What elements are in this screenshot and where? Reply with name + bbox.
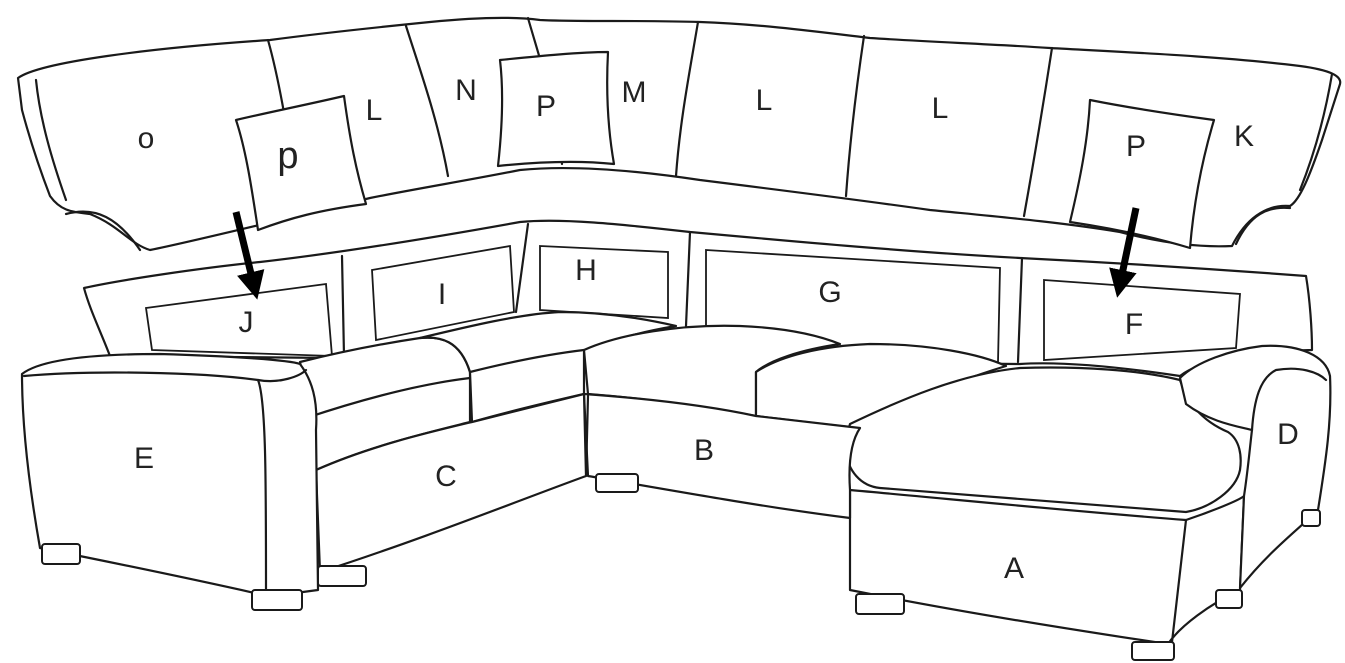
pillow-right [1070,100,1214,248]
label-f: F [1125,308,1143,341]
label-g: G [818,276,841,309]
label-p-right: P [1126,130,1146,163]
label-l-2: L [756,84,773,117]
label-l-1: L [366,94,383,127]
label-d: D [1277,418,1299,451]
label-e: E [134,442,154,475]
label-p-mid: P [536,90,556,123]
pillow-left [236,96,366,230]
leg-left-front [42,544,80,564]
leg-chaise-left [856,594,904,614]
label-a: A [1004,552,1024,585]
label-k: K [1234,120,1254,153]
leg-arm-right [1216,590,1242,608]
label-m: M [622,76,647,109]
leg-arm-right-back [1302,510,1320,526]
chaise-base [850,490,1244,644]
label-b: B [694,434,714,467]
leg-chaise-right [1132,642,1174,660]
leg-left-seat [318,566,366,586]
label-c: C [435,460,457,493]
label-l-3: L [932,92,949,125]
label-p-left: p [277,135,298,177]
label-h: H [575,254,597,287]
label-n: N [455,74,477,107]
leg-corner [596,474,638,492]
label-o: o [138,122,155,155]
label-i: I [438,278,446,311]
label-j: J [239,306,254,339]
leg-left-arm [252,590,302,610]
